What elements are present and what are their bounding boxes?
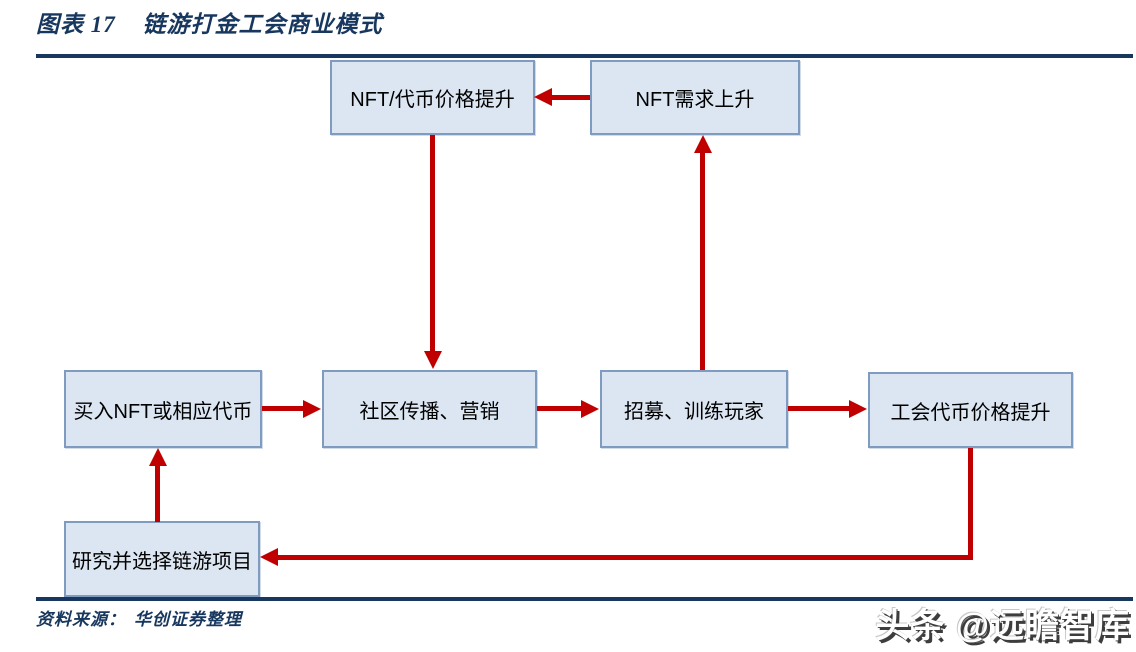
node-buy-nft: 买入NFT或相应代币 bbox=[64, 370, 262, 448]
node-recruit: 招募、训练玩家 bbox=[600, 370, 788, 448]
arrow-community-to-recruit-line bbox=[537, 406, 583, 411]
node-nft-demand: NFT需求上升 bbox=[590, 60, 800, 135]
watermark-handle: @远瞻智库 bbox=[955, 607, 1130, 645]
arrow-price-to-community-line bbox=[430, 135, 435, 353]
arrow-guild-to-research-hline bbox=[276, 555, 973, 560]
arrow-community-to-recruit-head bbox=[581, 400, 599, 418]
arrow-research-to-buy-line bbox=[155, 464, 160, 522]
figure-label: 图表 17 bbox=[36, 12, 116, 37]
arrow-recruit-to-demand-head bbox=[694, 135, 712, 153]
watermark-brand: 头条 bbox=[875, 607, 946, 645]
source-text: 华创证券整理 bbox=[134, 610, 242, 629]
arrow-buy-to-community-head bbox=[303, 400, 321, 418]
arrow-recruit-to-demand-line bbox=[700, 151, 705, 370]
source-label: 资料来源： bbox=[36, 610, 126, 629]
node-community: 社区传播、营销 bbox=[322, 370, 537, 448]
node-research: 研究并选择链游项目 bbox=[64, 521, 260, 597]
arrow-demand-to-price-head bbox=[534, 88, 552, 106]
arrow-demand-to-price-line bbox=[551, 95, 590, 100]
arrow-guild-to-research-head bbox=[260, 548, 278, 566]
arrow-buy-to-community-line bbox=[262, 406, 305, 411]
node-nft-price: NFT/代币价格提升 bbox=[330, 60, 535, 135]
watermark: 头条 @远瞻智库 bbox=[875, 598, 1130, 647]
arrow-guild-to-research-vline bbox=[968, 448, 973, 560]
arrow-recruit-to-guild-line bbox=[788, 406, 851, 411]
top-rule bbox=[36, 54, 1133, 58]
node-guild-token: 工会代币价格提升 bbox=[868, 372, 1073, 448]
arrow-price-to-community-head bbox=[424, 351, 442, 369]
arrow-research-to-buy-head bbox=[149, 448, 167, 466]
bottom-rule bbox=[36, 597, 1133, 601]
figure-title-text: 链游打金工会商业模式 bbox=[142, 12, 383, 37]
source-note: 资料来源： 华创证券整理 bbox=[36, 605, 242, 630]
arrow-recruit-to-guild-head bbox=[849, 400, 867, 418]
figure-title: 图表 17 链游打金工会商业模式 bbox=[36, 5, 383, 39]
